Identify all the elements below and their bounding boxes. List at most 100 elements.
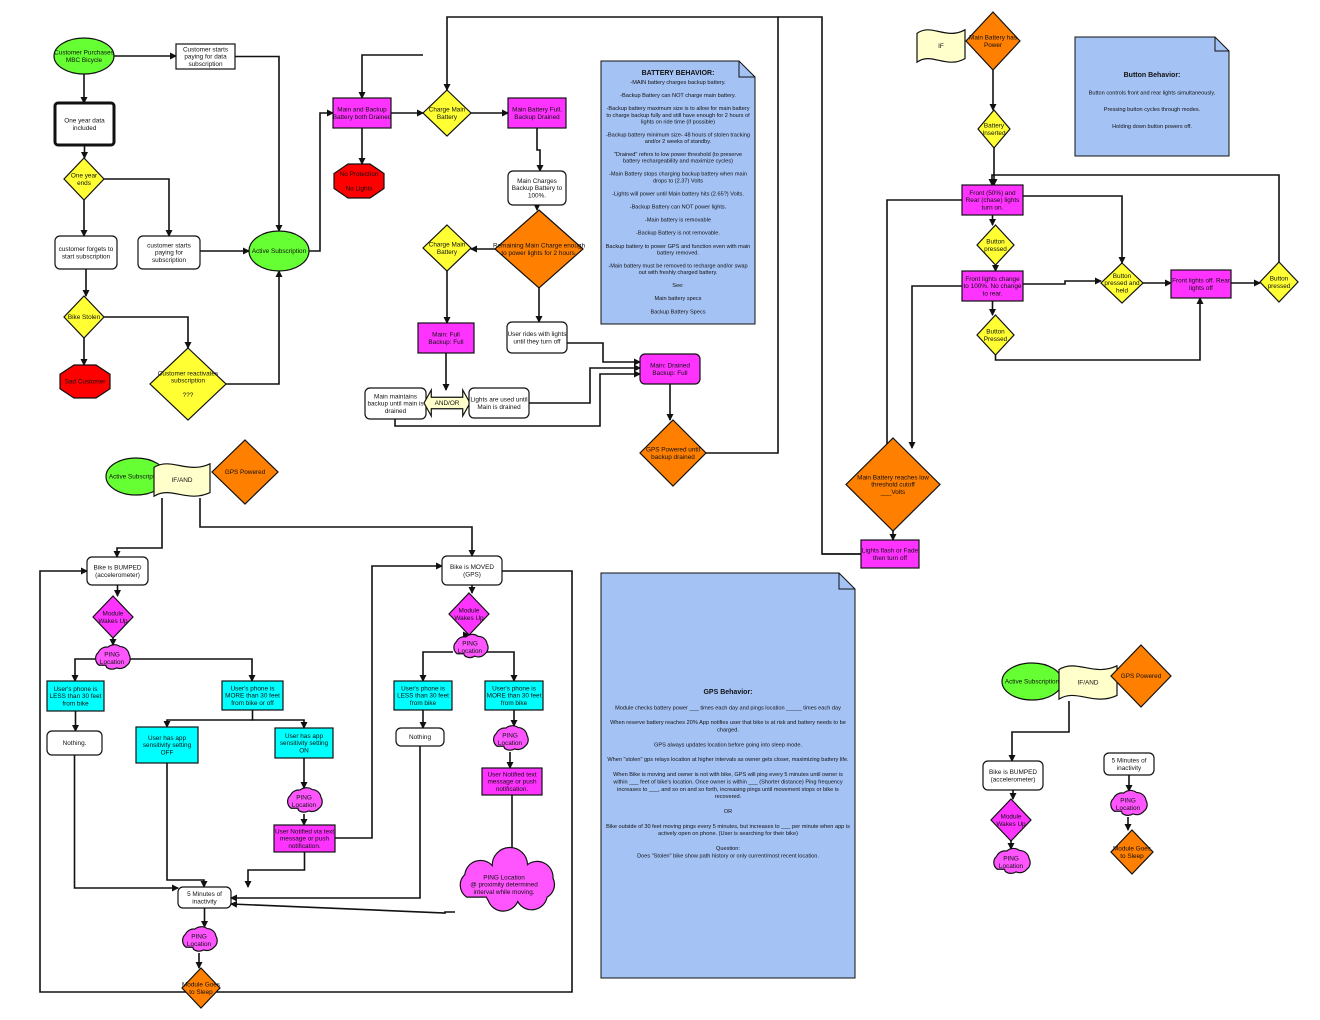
node-label: turn on.: [982, 204, 1004, 211]
node-label: Main: Drained: [650, 363, 690, 370]
node-label: Pressed: [984, 336, 1008, 343]
node-label: User's phone is: [401, 686, 445, 693]
wave-shape: [916, 28, 966, 64]
node-label: start subscription: [62, 253, 111, 260]
rect-shape: [961, 184, 1024, 216]
note-line: -Backup Battery can NOT power lights.: [630, 204, 727, 210]
rect-shape: [860, 539, 920, 569]
connector: [335, 562, 443, 839]
wave-shape: [1058, 664, 1118, 701]
node-label: 5 Minutes of: [187, 891, 222, 898]
diamond-shape: [990, 798, 1032, 842]
connector: [163, 710, 254, 728]
cloud-shape: [493, 725, 529, 751]
connector: [846, 199, 962, 486]
diamond-shape: [1110, 644, 1172, 708]
node-label: then turn off: [873, 555, 907, 562]
round-shape: [86, 556, 149, 586]
round-shape: [177, 886, 232, 909]
diamond-shape: [149, 347, 227, 421]
round-shape: [137, 235, 201, 270]
note-line: -Backup Battery is not removable.: [636, 231, 720, 237]
cloud-shape: [1110, 789, 1148, 816]
note-line: -MAIN battery charges backup battery.: [630, 80, 726, 86]
node-label: held: [1116, 287, 1129, 294]
node-label: Button: [1270, 276, 1289, 283]
node-label: GPS Powered until: [646, 447, 700, 454]
node-label: Battery: [437, 114, 458, 121]
node-label: IF/AND: [172, 477, 193, 484]
note-title: GPS Behavior:: [703, 689, 752, 696]
connector: [1023, 277, 1102, 285]
node-label: notification.: [288, 843, 321, 850]
connector: [1023, 195, 1126, 264]
node-if-and: IF/AND: [153, 462, 211, 498]
connector: [73, 755, 179, 892]
note-line: to charge backup fully and still have en…: [606, 113, 750, 119]
round-shape: [395, 727, 445, 747]
diamond-shape: [1259, 261, 1299, 303]
connector: [309, 109, 334, 252]
connector: [244, 852, 306, 888]
node-label: (accelerometer): [991, 776, 1036, 783]
note-line: Main battery specs: [655, 296, 702, 302]
node-active-sub2: Active Subscription: [105, 457, 167, 496]
node-label: Main and Backup: [337, 107, 387, 114]
node-label: Module: [103, 611, 124, 618]
node-label: paying for data: [184, 54, 227, 61]
note-fold: [838, 573, 855, 590]
node-if: IF: [916, 28, 966, 64]
cloud-shape: [993, 847, 1031, 874]
node-bike-stolen: Bike Stolen: [63, 295, 105, 339]
note-line: OR: [724, 809, 732, 815]
node-label: Nothing.: [63, 740, 87, 747]
node-label: No Lights: [346, 185, 373, 192]
node-label: 100%.: [528, 192, 546, 199]
node-label: ___Volts: [880, 489, 906, 496]
diamond-shape: [422, 224, 472, 272]
node-label: to 100%. No change: [964, 283, 1022, 290]
node-bike-bumped2: Bike is BUMPED(accelerometer): [982, 760, 1044, 791]
connector: [358, 54, 423, 99]
ellipse-shape: [248, 230, 310, 272]
rect-shape: [332, 97, 392, 129]
node-and-or: AND/OR: [423, 387, 471, 419]
diamond-shape: [977, 109, 1011, 149]
node-label: Customer Purchases: [54, 50, 114, 57]
node-label: User has app: [148, 735, 186, 742]
note-line: -Backup battery minimum size- 48 hours o…: [606, 132, 750, 138]
node-label: pressed and: [1104, 280, 1140, 287]
connector: [226, 270, 283, 385]
rect-shape: [484, 680, 544, 711]
note-line: Pressing button cycles through modes.: [1104, 107, 1201, 113]
round-shape: [468, 387, 530, 419]
note-button: Button Behavior:Button controls front an…: [1074, 36, 1230, 157]
note-body: [600, 60, 756, 325]
node-label: PING: [1003, 856, 1019, 863]
node-label: Backup: Full: [652, 370, 687, 377]
node-sad-customer: Sad Customer: [59, 364, 111, 399]
node-label: Location: [100, 659, 125, 666]
node-label: Bike is BUMPED: [94, 565, 142, 572]
